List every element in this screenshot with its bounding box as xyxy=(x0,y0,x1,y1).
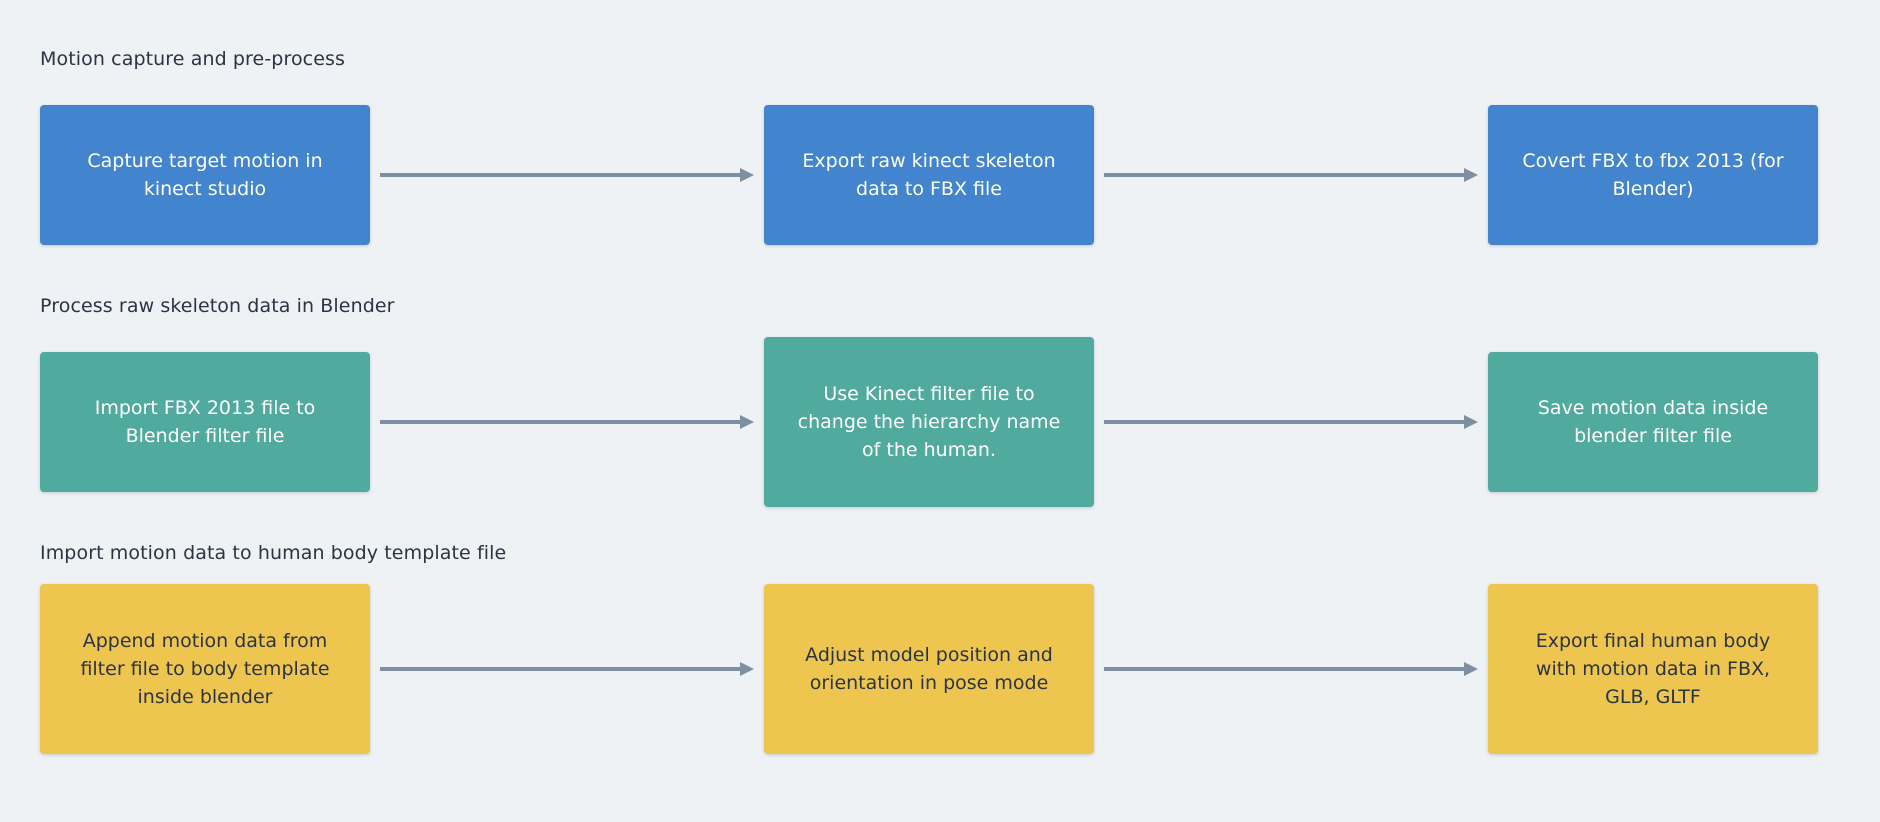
node-label: Export raw kinect skeleton data to FBX f… xyxy=(802,150,1056,200)
connector-arrow-2 xyxy=(1104,164,1478,186)
node-label: Covert FBX to fbx 2013 (for Blender) xyxy=(1522,150,1784,200)
node-adjust-model-position[interactable]: Adjust model position and orientation in… xyxy=(764,584,1094,754)
connector-arrow-4 xyxy=(1104,411,1478,433)
node-label: Export final human body with motion data… xyxy=(1535,630,1771,708)
section-row-process-skeleton: Import FBX 2013 file to Blender filter f… xyxy=(0,337,1880,507)
section-title-process-skeleton: Process raw skeleton data in Blender xyxy=(40,295,395,317)
arrow-head-icon xyxy=(740,662,754,676)
node-export-raw-kinect-skeleton[interactable]: Export raw kinect skeleton data to FBX f… xyxy=(764,105,1094,245)
node-convert-fbx-2013[interactable]: Covert FBX to fbx 2013 (for Blender) xyxy=(1488,105,1818,245)
node-label: Import FBX 2013 file to Blender filter f… xyxy=(94,397,316,447)
node-export-final-human-body[interactable]: Export final human body with motion data… xyxy=(1488,584,1818,754)
arrow-shaft xyxy=(1104,667,1465,671)
node-save-motion-data[interactable]: Save motion data inside blender filter f… xyxy=(1488,352,1818,492)
arrow-shaft xyxy=(380,173,741,177)
section-row-motion-capture: Capture target motion in kinect studio E… xyxy=(0,90,1880,260)
arrow-shaft xyxy=(1104,420,1465,424)
section-title-motion-capture: Motion capture and pre-process xyxy=(40,48,346,70)
node-label: Use Kinect filter file to change the hie… xyxy=(797,383,1061,461)
node-append-motion-data[interactable]: Append motion data from filter file to b… xyxy=(40,584,370,754)
connector-arrow-3 xyxy=(380,411,754,433)
arrow-shaft xyxy=(1104,173,1465,177)
arrow-head-icon xyxy=(1464,415,1478,429)
connector-arrow-6 xyxy=(1104,658,1478,680)
arrow-head-icon xyxy=(740,415,754,429)
arrow-head-icon xyxy=(740,168,754,182)
node-label: Save motion data inside blender filter f… xyxy=(1537,397,1769,447)
arrow-head-icon xyxy=(1464,662,1478,676)
node-label: Capture target motion in kinect studio xyxy=(87,150,323,200)
node-label: Append motion data from filter file to b… xyxy=(80,630,330,708)
arrow-head-icon xyxy=(1464,168,1478,182)
node-use-kinect-filter[interactable]: Use Kinect filter file to change the hie… xyxy=(764,337,1094,507)
arrow-shaft xyxy=(380,420,741,424)
section-title-import-motion: Import motion data to human body templat… xyxy=(40,542,507,564)
connector-arrow-1 xyxy=(380,164,754,186)
node-capture-target-motion[interactable]: Capture target motion in kinect studio xyxy=(40,105,370,245)
connector-arrow-5 xyxy=(380,658,754,680)
arrow-shaft xyxy=(380,667,741,671)
node-label: Adjust model position and orientation in… xyxy=(805,644,1053,694)
node-import-fbx-2013[interactable]: Import FBX 2013 file to Blender filter f… xyxy=(40,352,370,492)
section-row-import-motion: Append motion data from filter file to b… xyxy=(0,584,1880,754)
